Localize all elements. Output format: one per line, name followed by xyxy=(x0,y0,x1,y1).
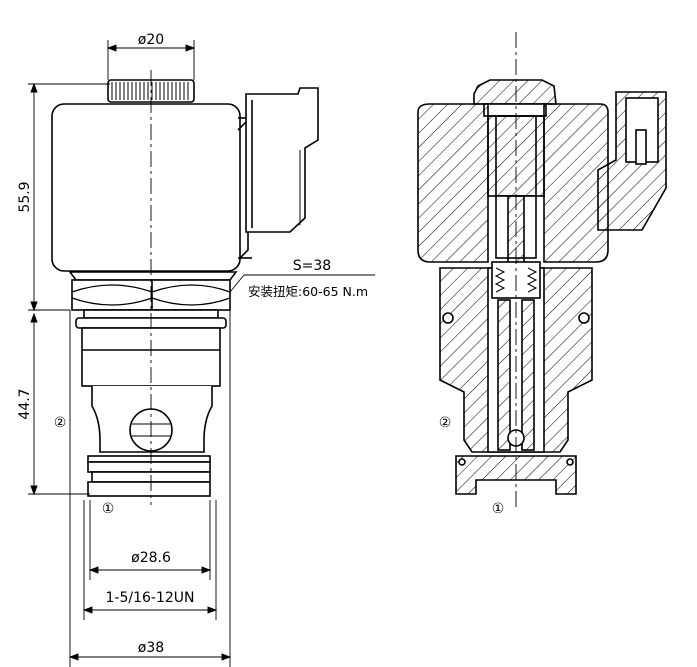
dim-height-upper: 55.9 xyxy=(17,181,33,212)
thread-lands xyxy=(87,455,211,497)
dim-height-lower: 44.7 xyxy=(17,388,33,419)
dim-thread: 1-5/16-12UN xyxy=(106,590,195,606)
flange xyxy=(68,271,238,281)
port-2-label-left: ② xyxy=(54,415,67,431)
coil-section-left xyxy=(417,103,489,263)
dimension-lines xyxy=(28,40,375,667)
coil-body xyxy=(51,103,241,272)
dim-top-diameter: ø20 xyxy=(138,32,164,48)
dim-outer-diameter: ø38 xyxy=(138,640,164,656)
connector xyxy=(237,87,319,259)
torque-label: 安装扭矩:60-65 N.m xyxy=(248,284,368,299)
port-1-label-left: ① xyxy=(102,501,115,517)
port-2-label-right: ② xyxy=(439,415,452,431)
dim-body-diameter: ø28.6 xyxy=(131,550,171,566)
dim-hex-size: S=38 xyxy=(293,258,331,274)
coil-section-right xyxy=(543,103,609,263)
port-1-label-right: ① xyxy=(492,501,505,517)
section-view xyxy=(417,79,667,495)
